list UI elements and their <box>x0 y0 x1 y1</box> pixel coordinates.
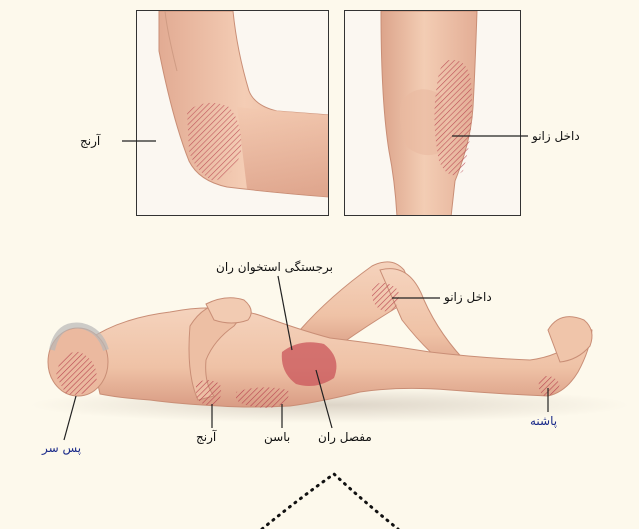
label-greater-trochanter: برجستگی استخوان ران <box>216 260 333 274</box>
label-back-of-head: پس سر <box>42 441 81 455</box>
label-heel: پاشنه <box>530 414 557 428</box>
label-knee-body: داخل زانو <box>444 290 492 304</box>
label-buttock: باسن <box>264 430 290 444</box>
label-hip-joint: مفصل ران <box>318 430 372 444</box>
label-knee-inset: داخل زانو <box>532 129 580 143</box>
label-elbow-inset: آرنج <box>80 134 100 148</box>
dotted-callout <box>262 474 398 529</box>
label-elbow-body: آرنج <box>196 430 216 444</box>
